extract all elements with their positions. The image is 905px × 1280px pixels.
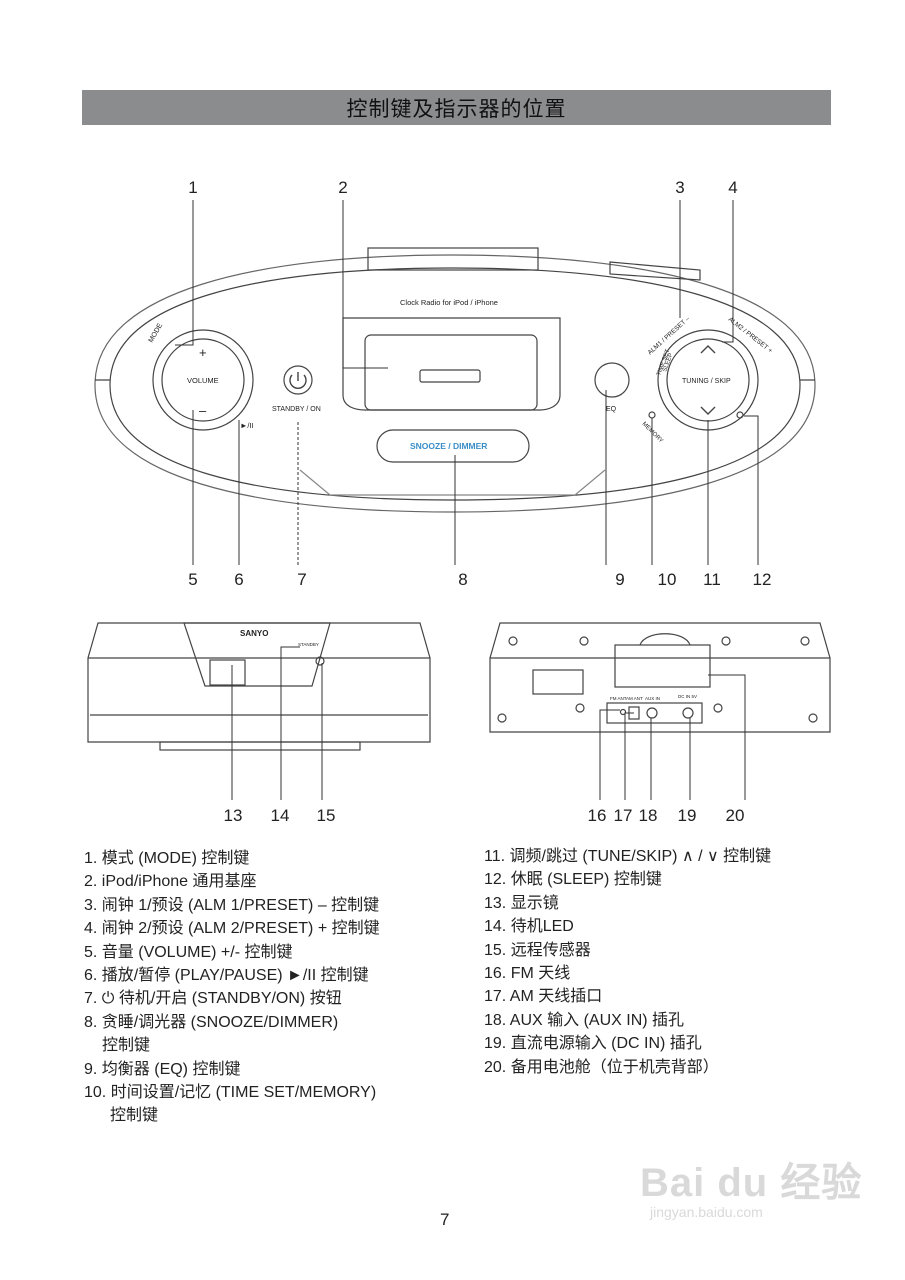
list-item: 11. 调频/跳过 (TUNE/SKIP) ∧ / ∨ 控制键 (484, 848, 772, 865)
callout-16: 16 (587, 806, 607, 825)
callout-3: 3 (675, 178, 685, 197)
callout-19: 19 (677, 806, 697, 825)
list-item: 1. 模式 (MODE) 控制键 (84, 850, 250, 867)
baidu-watermark: Bai du 经验 jingyan.baidu.com (640, 1150, 862, 1220)
list-item: 9. 均衡器 (EQ) 控制键 (84, 1060, 241, 1078)
snooze-dimmer-label: SNOOZE / DIMMER (410, 441, 487, 451)
volume-minus: – (199, 403, 207, 418)
list-item: 19. 直流电源输入 (DC IN) 插孔 (484, 1035, 702, 1053)
list-item: 15. 远程传感器 (484, 941, 591, 959)
back-view (489, 622, 831, 733)
callout-20: 20 (725, 806, 745, 825)
callout-14: 14 (270, 806, 290, 825)
list-item: 8. 贪睡/调光器 (SNOOZE/DIMMER) (84, 1013, 339, 1031)
back-label-am-ant: AM ANT (626, 696, 643, 701)
back-label-dc-in: DC IN 5V (678, 694, 697, 699)
callout-1: 1 (188, 178, 198, 197)
top-view-outline (109, 267, 801, 501)
back-label-aux-in: AUX IN (645, 696, 660, 701)
device-brand-text: Clock Radio for iPod / iPhone (400, 298, 498, 307)
back-label-fm-ant: FM ANT (610, 696, 627, 701)
page-number: 7 (440, 1210, 450, 1229)
list-item: 14. 待机LED (484, 918, 574, 936)
callout-18: 18 (638, 806, 658, 825)
callout-2: 2 (338, 178, 348, 197)
alm2-label: ALM2 / PRESET + (727, 316, 774, 355)
list-item: 6. 播放/暂停 (PLAY/PAUSE) ►/II 控制键 (84, 967, 369, 985)
list-item: 10. 时间设置/记忆 (TIME SET/MEMORY) (84, 1084, 377, 1102)
volume-label: VOLUME (187, 376, 219, 385)
list-item-continuation: 控制键 (110, 1107, 159, 1125)
callout-17: 17 (613, 806, 633, 825)
sanyo-logo: SANYO (240, 629, 268, 638)
callout-5: 5 (188, 570, 198, 589)
front-view (87, 622, 431, 751)
list-item: 7. ⏻ 待机/开启 (STANDBY/ON) 按钮 (84, 990, 342, 1008)
callout-6: 6 (234, 570, 244, 589)
list-item: 5. 音量 (VOLUME) +/- 控制键 (84, 943, 293, 961)
tuning-skip-label: TUNING / SKIP (682, 378, 731, 385)
list-item: 12. 休眠 (SLEEP) 控制键 (484, 871, 662, 889)
eq-label: EQ (606, 406, 617, 413)
callout-lines (175, 200, 759, 565)
volume-plus: + (199, 345, 207, 360)
dock-outline (342, 317, 561, 411)
watermark-main: Bai du 经验 (640, 1161, 863, 1205)
list-item: 2. iPod/iPhone 通用基座 (84, 873, 257, 891)
callout-12: 12 (752, 570, 772, 589)
list-item: 18. AUX 输入 (AUX IN) 插孔 (484, 1011, 685, 1029)
list-item: 3. 闹钟 1/预设 (ALM 1/PRESET) – 控制键 (84, 896, 380, 914)
callout-4: 4 (728, 178, 738, 197)
standby-label: STANDBY / ON (272, 406, 321, 413)
front-standby-label: STANDBY (298, 642, 319, 647)
watermark-sub: jingyan.baidu.com (650, 1204, 763, 1220)
callout-9: 9 (615, 570, 625, 589)
mode-label: MODE (148, 322, 165, 344)
list-item: 13. 显示镜 (484, 894, 559, 912)
list-item: 20. 备用电池舱（位于机壳背部） (484, 1058, 719, 1076)
legend-list-left: 1. 模式 (MODE) 控制键 2. iPod/iPhone 通用基座 3. … (84, 847, 380, 1128)
list-item-continuation: 控制键 (102, 1037, 151, 1055)
legend-list-right: 11. 调频/跳过 (TUNE/SKIP) ∧ / ∨ 控制键 12. 休眠 (… (484, 845, 771, 1079)
callout-15: 15 (316, 806, 336, 825)
section-title-bar: 控制键及指示器的位置 (82, 90, 831, 125)
callout-7: 7 (297, 570, 307, 589)
play-pause-label: ►/II (240, 421, 254, 430)
list-item: 17. AM 天线插口 (484, 988, 603, 1006)
callout-10: 10 (657, 570, 677, 589)
list-item: 4. 闹钟 2/预设 (ALM 2/PRESET) + 控制键 (84, 920, 380, 938)
callout-13: 13 (223, 806, 243, 825)
list-item: 16. FM 天线 (484, 965, 571, 983)
page-title: 控制键及指示器的位置 (346, 96, 567, 121)
callout-8: 8 (458, 570, 468, 589)
callout-11: 11 (703, 570, 721, 589)
